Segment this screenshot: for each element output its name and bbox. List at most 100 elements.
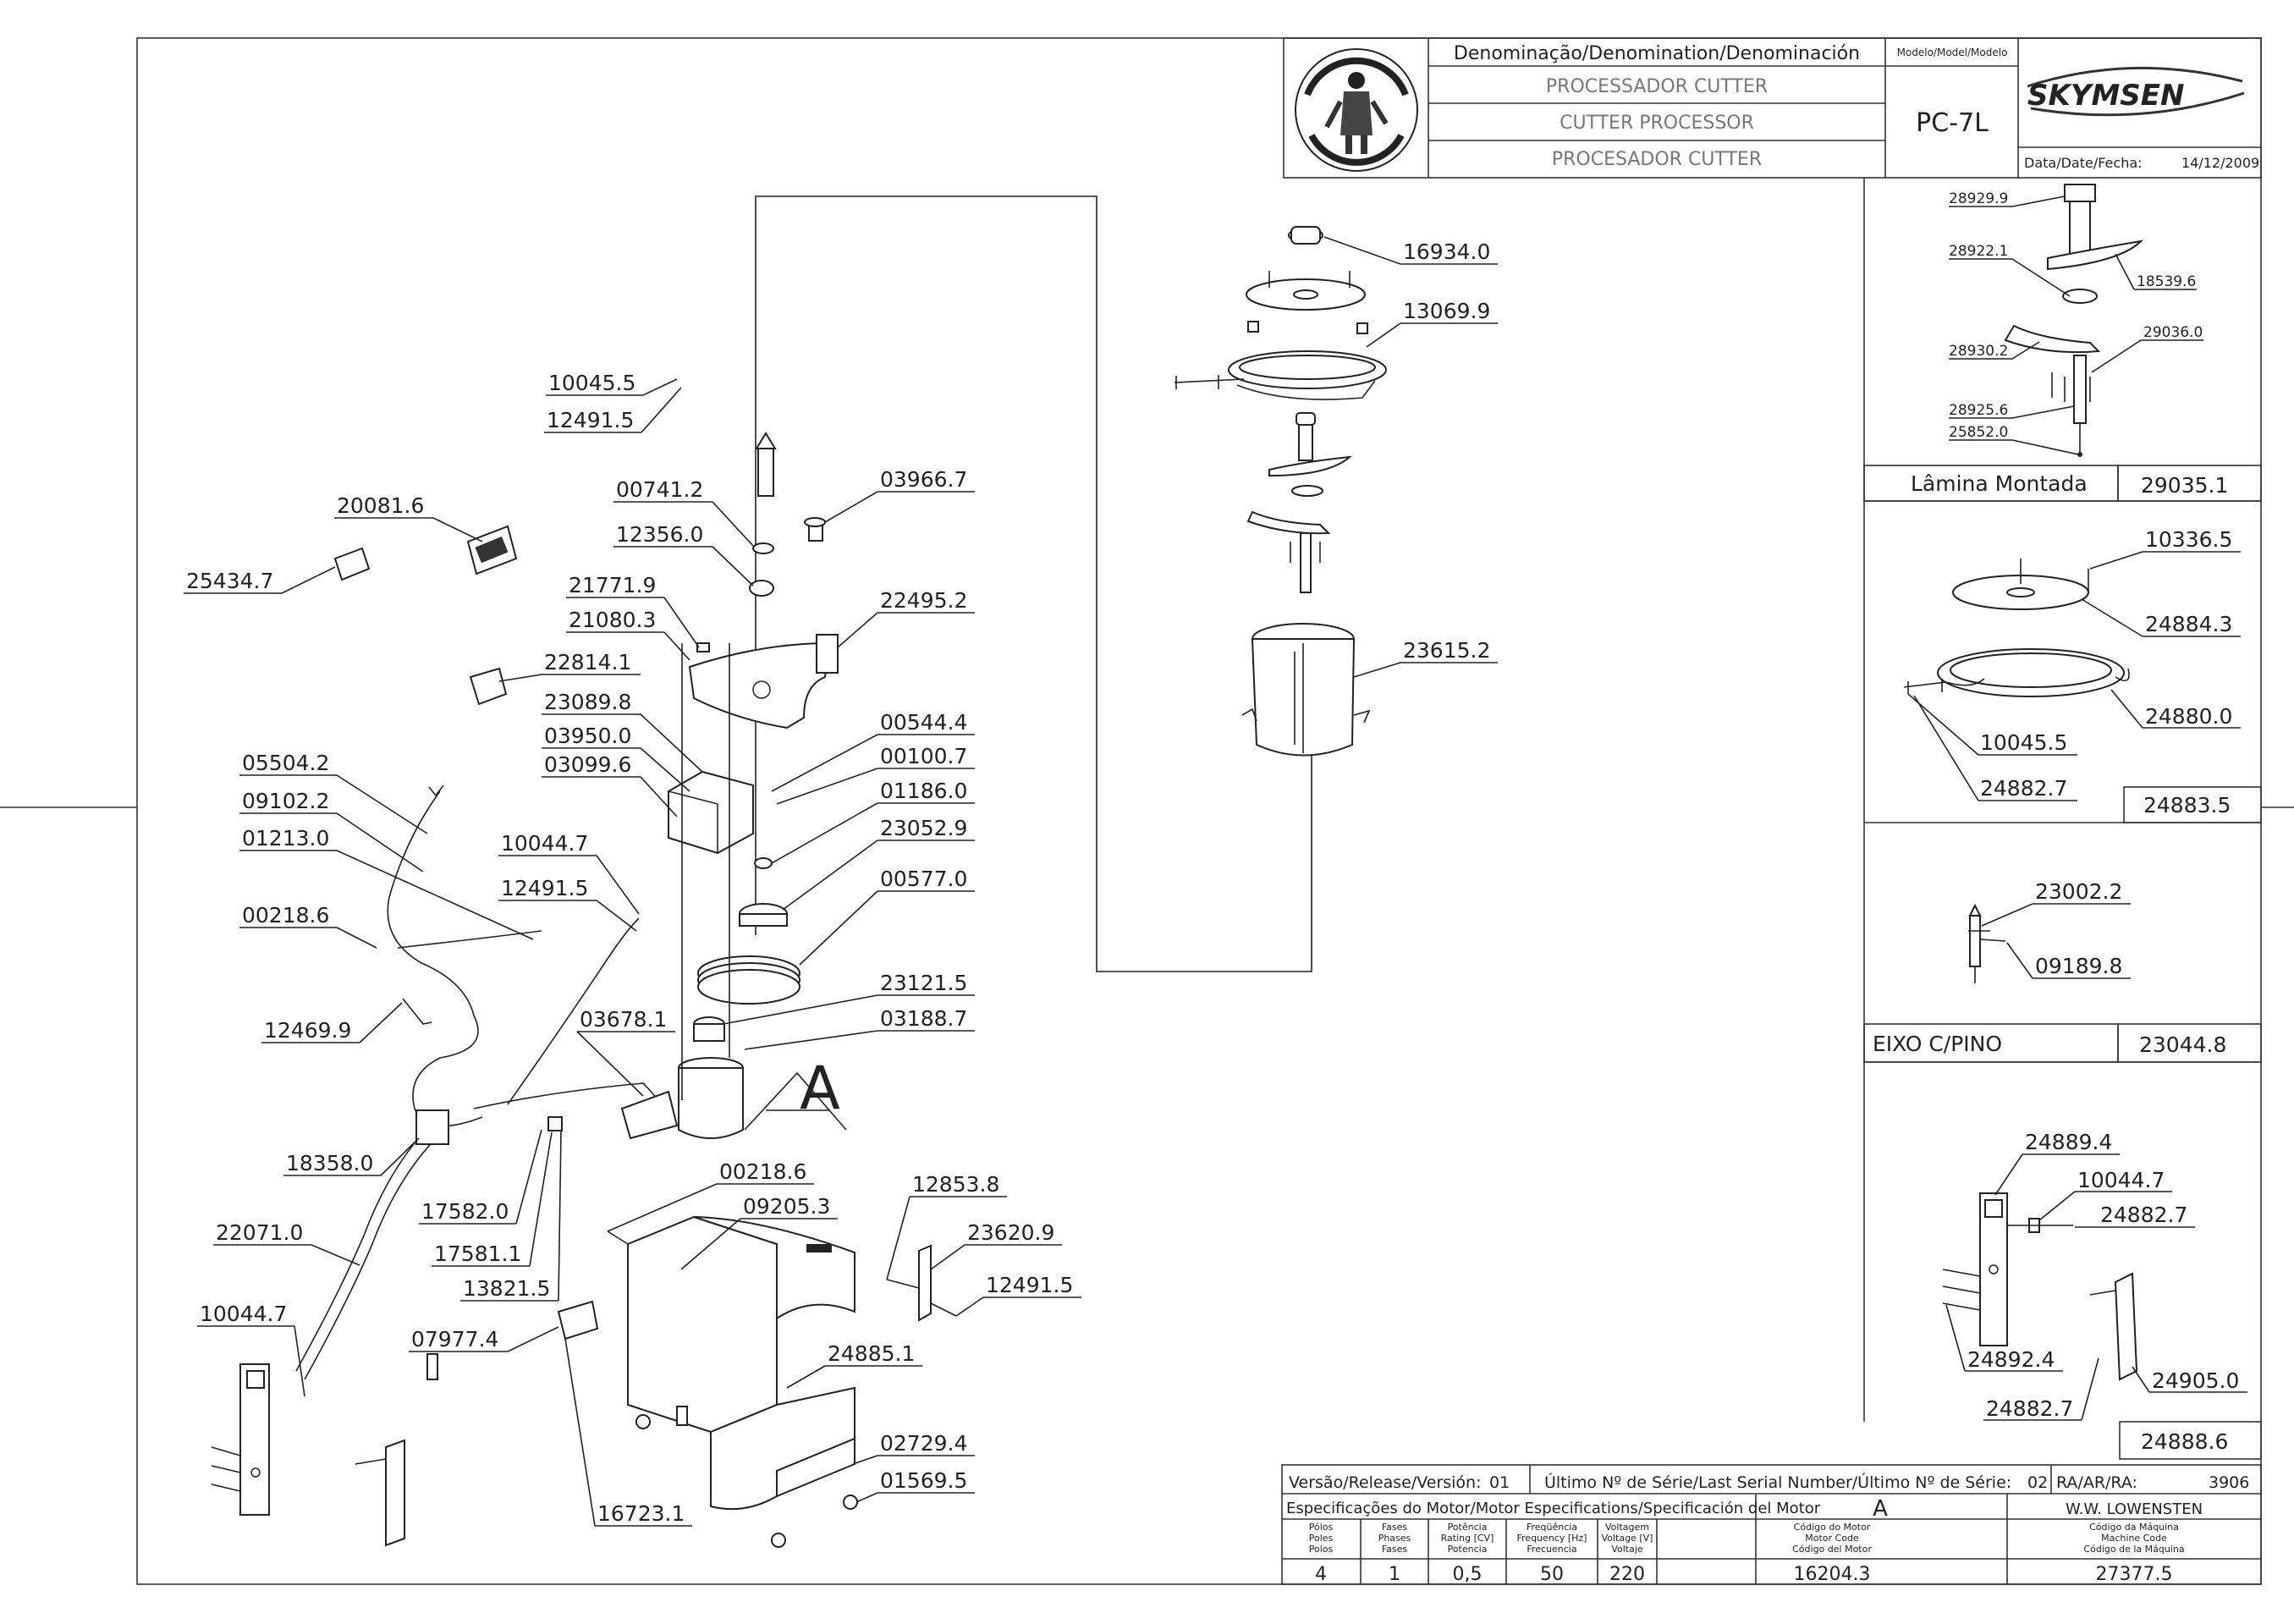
callout: 00741.2: [616, 477, 703, 502]
callout: 03678.1: [580, 1007, 667, 1032]
svg-text:Fases: Fases: [1382, 1544, 1408, 1555]
svg-text:Poles: Poles: [1309, 1533, 1334, 1544]
callout: 23615.2: [1403, 638, 1490, 663]
version-label: Versão/Release/Versión:: [1289, 1473, 1482, 1492]
name-pt: PROCESSADOR CUTTER: [1546, 76, 1768, 97]
svg-text:Phases: Phases: [1378, 1533, 1411, 1544]
phases-value: 1: [1389, 1564, 1400, 1585]
title-block: Denominação/Denomination/Denominación PR…: [1283, 37, 2262, 179]
callout: 21080.3: [569, 608, 656, 632]
ra-label: RA/AR/RA:: [2056, 1473, 2137, 1492]
drawing-border: [136, 37, 2262, 1585]
footer-table: Versão/Release/Versión: 01 Último Nº de …: [1281, 1464, 2262, 1585]
assembly-connector-line: [755, 195, 1312, 972]
callout: 24892.4: [1967, 1347, 2055, 1372]
callout: 10045.5: [1980, 730, 2067, 755]
callout: 22495.2: [880, 588, 967, 613]
callout: 01186.0: [880, 779, 967, 803]
date-value: 14/12/2009: [2181, 155, 2259, 171]
callout: 24882.7: [1980, 776, 2067, 801]
panel-blade-callouts: 28929.9 28922.1 18539.6 28930.2 29036.0 …: [1949, 190, 2203, 455]
right-panels-frame: [1863, 178, 2262, 1460]
callout: 10044.7: [200, 1302, 287, 1326]
callout: 17581.1: [434, 1241, 521, 1266]
callout: 23089.8: [544, 690, 631, 714]
svg-text:Código de la Máquina: Código de la Máquina: [2083, 1544, 2184, 1555]
callout: 28925.6: [1949, 402, 2008, 419]
poles-value: 4: [1315, 1564, 1327, 1585]
motor-letter-marker: A: [800, 1054, 840, 1123]
callout: 12853.8: [912, 1172, 999, 1197]
svg-text:Polos: Polos: [1309, 1544, 1334, 1555]
machine-code-value: 27377.5: [2096, 1564, 2173, 1585]
callout: 01569.5: [880, 1468, 967, 1493]
blade-panel-code: 29035.1: [2141, 473, 2228, 498]
callout: 25852.0: [1949, 424, 2008, 441]
base-side-bracket: [886, 1244, 957, 1322]
callout: 03099.6: [544, 752, 631, 777]
callout: 24889.4: [2025, 1130, 2112, 1154]
motor-spec-label: Especificações do Motor/Motor Especifica…: [1286, 1500, 1821, 1517]
callout: 05504.2: [242, 751, 329, 775]
callout: 00218.6: [719, 1159, 806, 1184]
callout: 10336.5: [2145, 527, 2232, 552]
callout: 16723.1: [597, 1501, 685, 1526]
callout: 24882.7: [1986, 1396, 2073, 1421]
callout: 09205.3: [743, 1194, 830, 1219]
svg-text:Frecuencia: Frecuencia: [1527, 1544, 1576, 1555]
bracket-panel-code: 24888.6: [2141, 1429, 2228, 1454]
svg-text:Rating [CV]: Rating [CV]: [1441, 1533, 1494, 1544]
ra-value: 3906: [2209, 1473, 2249, 1492]
blade-stack-group: [1246, 412, 1353, 593]
bowl-lid-group: [1174, 226, 1387, 400]
callout: 02729.4: [880, 1431, 967, 1456]
model-header: Modelo/Model/Modelo: [1897, 47, 2008, 58]
svg-text:Voltage [V]: Voltage [V]: [1602, 1533, 1653, 1544]
callout: 23121.5: [880, 971, 967, 995]
callout: 29036.0: [2143, 324, 2203, 341]
panel-lid-assembly: [1903, 559, 2130, 697]
bowl-group: [1241, 623, 1371, 757]
motor-letter: A: [1873, 1496, 1888, 1522]
svg-text:Pólos: Pólos: [1309, 1522, 1334, 1533]
callout: 09102.2: [242, 789, 329, 813]
callout: 12491.5: [501, 876, 588, 900]
callout: 25434.7: [186, 569, 273, 593]
callout: 28929.9: [1949, 190, 2008, 207]
callout: 03966.7: [880, 467, 967, 492]
callout: 24885.1: [828, 1341, 915, 1366]
serial-label: Último Nº de Série/Last Serial Number/Úl…: [1544, 1472, 2011, 1492]
svg-text:Potencia: Potencia: [1448, 1544, 1488, 1555]
callout: 12491.5: [986, 1273, 1073, 1297]
machine-base: [607, 1215, 858, 1548]
callout: 24882.7: [2100, 1203, 2187, 1227]
callout: 24884.3: [2145, 612, 2232, 636]
panel-bracket-callouts: 24889.4 10044.7 24882.7 24892.4 24905.0 …: [1945, 1130, 2247, 1421]
callout: 03188.7: [880, 1006, 967, 1031]
svg-text:Voltaje: Voltaje: [1611, 1544, 1643, 1555]
model-code: PC-7L: [1916, 108, 1989, 138]
axle-panel-title: EIXO C/PINO: [1873, 1032, 2002, 1056]
rating-value: 0,5: [1453, 1564, 1483, 1585]
motor-code-value: 16204.3: [1794, 1564, 1871, 1585]
callout: 23052.9: [880, 816, 967, 840]
panel-lid-callouts: 10336.5 24884.3 24880.0 10045.5 24882.7: [1907, 527, 2241, 801]
callout: 13821.5: [463, 1276, 550, 1301]
denomination-header: Denominação/Denomination/Denominación: [1454, 43, 1860, 64]
callout: 22071.0: [216, 1220, 303, 1245]
callout: 18539.6: [2137, 273, 2196, 290]
svg-text:Potência: Potência: [1448, 1522, 1488, 1533]
svg-text:Freqüência: Freqüência: [1527, 1522, 1577, 1533]
callout: 22814.1: [544, 650, 631, 674]
lid-panel-code: 24883.5: [2143, 793, 2231, 818]
callout: 00577.0: [880, 867, 967, 891]
version-value: 01: [1489, 1473, 1510, 1492]
manufacturer: W.W. LOWENSTEN: [2066, 1500, 2203, 1518]
callout: 10045.5: [548, 371, 635, 395]
callout: 10044.7: [2077, 1168, 2165, 1192]
callout: 23620.9: [967, 1220, 1054, 1245]
lower-left-bracket: [211, 1363, 405, 1547]
callout: 24905.0: [2152, 1368, 2239, 1393]
callout: 12356.0: [616, 522, 703, 547]
axle-panel-code: 23044.8: [2139, 1032, 2226, 1057]
